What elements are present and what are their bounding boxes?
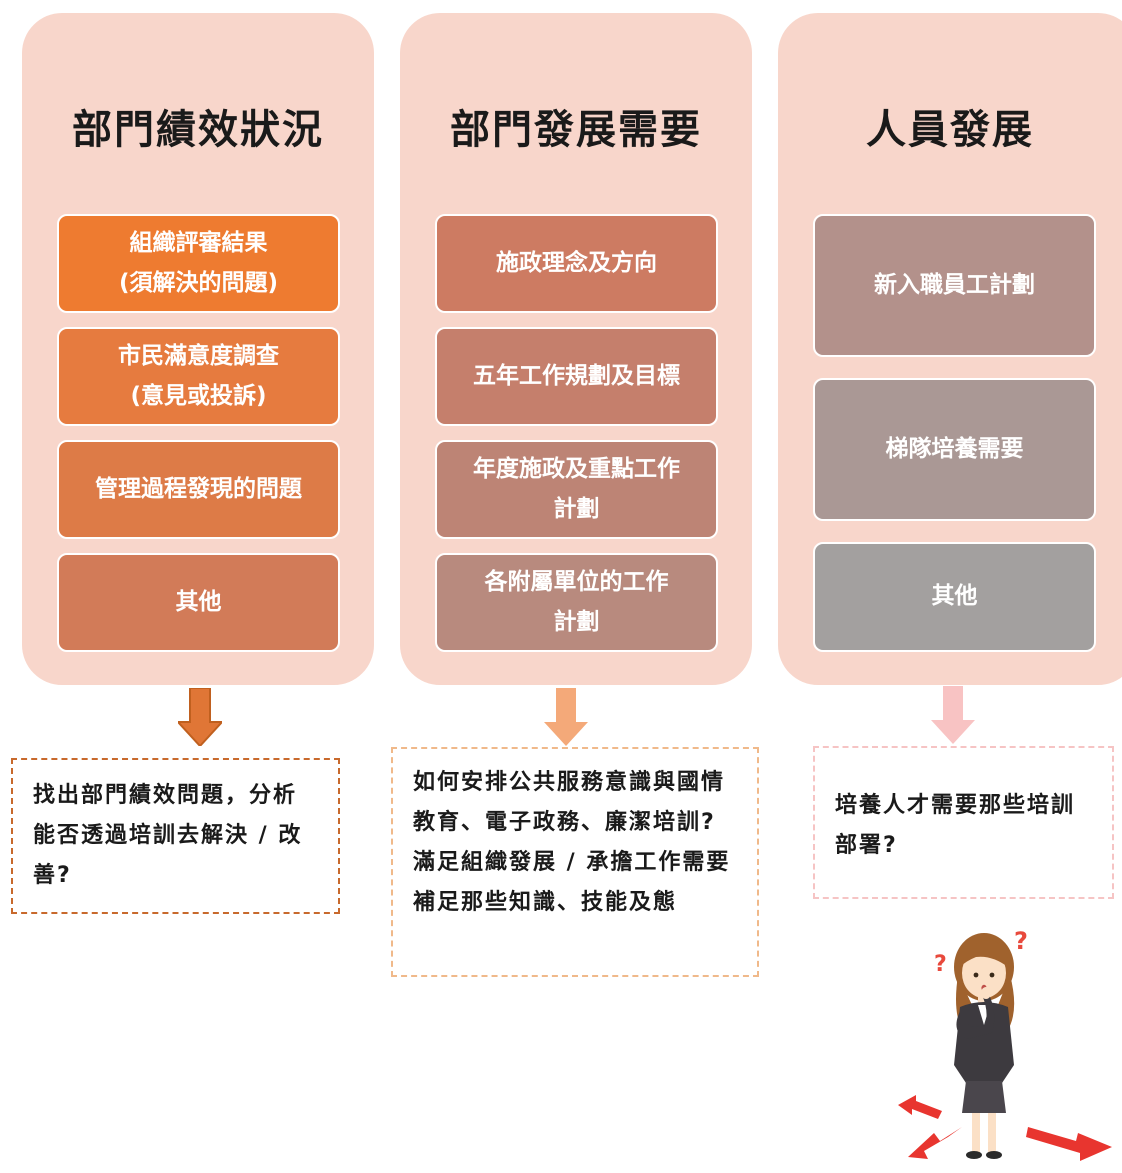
item-box: 其他	[813, 542, 1096, 652]
down-arrow-shape	[544, 688, 588, 746]
item-line: 五年工作規劃及目標	[473, 362, 680, 389]
confused-businesswoman-icon: ? ?	[898, 927, 1112, 1161]
down-arrow-icon	[544, 688, 588, 746]
item-line: 其他	[931, 583, 978, 610]
question-mark-icon: ?	[1014, 927, 1028, 955]
note-text: 培養人才需要那些培訓部署?	[835, 793, 1076, 858]
item-line: 管理過程發現的問題	[95, 475, 302, 502]
note-box: 找出部門績效問題，分析能否透過培訓去解決 / 改善?	[11, 758, 340, 914]
note-text: 滿足組織發展 / 承擔工作需要補足那些知識、技能及態	[413, 850, 731, 915]
left-arrow-icon	[898, 1095, 942, 1119]
item-line: 各附屬單位的工作	[484, 569, 669, 596]
item-line: 施政理念及方向	[496, 249, 657, 276]
item-box: 市民滿意度調查 (意見或投訴)	[57, 327, 340, 426]
item-box: 五年工作規劃及目標	[435, 327, 718, 426]
item-line: 梯隊培養需要	[885, 435, 1024, 462]
note-box: 如何安排公共服務意識與國情教育、電子政務、廉潔培訓? 滿足組織發展 / 承擔工作…	[391, 747, 759, 977]
item-line: (須解決的問題)	[118, 269, 279, 296]
item-box: 施政理念及方向	[435, 214, 718, 313]
item-box: 各附屬單位的工作計劃	[435, 553, 718, 652]
note-box: 培養人才需要那些培訓部署?	[813, 746, 1114, 899]
item-line: (意見或投訴)	[130, 382, 267, 409]
note-text: 找出部門績效問題，分析能否透過培訓去解決 / 改善?	[33, 783, 303, 888]
note-text: 如何安排公共服務意識與國情教育、電子政務、廉潔培訓?	[413, 770, 726, 835]
item-line: 其他	[175, 588, 222, 615]
item-box: 管理過程發現的問題	[57, 440, 340, 539]
item-line: 計劃	[553, 608, 600, 635]
item-line: 計劃	[553, 495, 600, 522]
item-line: 組織評審結果	[129, 230, 268, 257]
panel-title: 部門發展需要	[450, 107, 702, 153]
down-arrow-shape	[931, 686, 975, 744]
item-line: 市民滿意度調查	[118, 343, 279, 370]
down-arrow-icon	[931, 686, 975, 744]
panel-title: 人員發展	[866, 107, 1034, 153]
item-box: 組織評審結果 (須解決的問題)	[57, 214, 340, 313]
item-line: 新入職員工計劃	[874, 271, 1035, 298]
item-box: 年度施政及重點工作計劃	[435, 440, 718, 539]
down-arrow-icon	[178, 688, 222, 746]
panel-title: 部門績效狀況	[72, 107, 324, 153]
right-arrow-icon	[1026, 1127, 1112, 1161]
question-mark-icon: ?	[934, 952, 947, 977]
item-box: 其他	[57, 553, 340, 652]
item-box: 梯隊培養需要	[813, 378, 1096, 521]
down-left-arrow-icon	[908, 1127, 962, 1159]
down-arrow-shape	[178, 688, 222, 746]
item-line: 年度施政及重點工作	[473, 456, 680, 483]
item-box: 新入職員工計劃	[813, 214, 1096, 357]
